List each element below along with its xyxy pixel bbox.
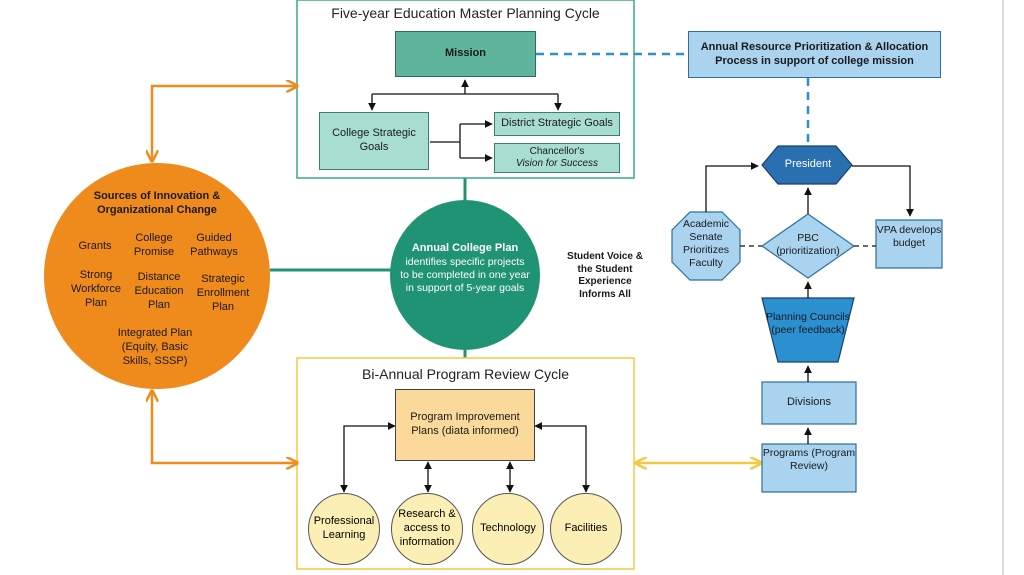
programs-box [761, 443, 857, 493]
sources-review-arrow [152, 392, 296, 463]
annual-plan-title: Annual College Plan [411, 242, 519, 254]
programs-label: Programs (Program Review) [762, 447, 856, 473]
professional-learning-circle: Professional Learning [308, 493, 380, 565]
sources-title: Sources of Innovation & Organizational C… [93, 190, 221, 216]
program-improvement-box: Program Improvement Plans (diata informe… [395, 389, 535, 461]
strategic-enrollment-label: Strategic Enrollment Plan [196, 273, 250, 313]
chancellor-line1: Chancellor's [529, 145, 585, 157]
college-promise-label: College Promise [133, 232, 175, 258]
vpa-label: VPA develops budget [876, 224, 942, 250]
research-circle: Research & access to information [391, 493, 463, 565]
integrated-plan-label: Integrated Plan (Equity, Basic Skills, S… [117, 327, 193, 367]
divisions-box [761, 381, 857, 425]
mission-box: Mission [395, 31, 536, 77]
president-label: President [784, 158, 832, 170]
annual-plan-circle [390, 200, 540, 350]
vpa-box [875, 219, 943, 269]
distance-ed-label: Distance Education Plan [134, 271, 184, 311]
sources-circle [44, 163, 270, 389]
five-year-title: Five-year Education Master Planning Cycl… [331, 5, 600, 21]
college-goals-box: College Strategic Goals [319, 112, 429, 170]
planning-councils-label: Planning Councils (peer feedback) [765, 311, 851, 337]
academic-senate-label: Academic Senate Prioritizes Faculty [682, 218, 730, 270]
resource-allocation-box: Annual Resource Prioritization & Allocat… [688, 31, 941, 78]
student-voice-note: Student Voice & the Student Experience I… [567, 251, 643, 300]
annual-plan-body: identifies specific projects to be compl… [400, 256, 530, 295]
chancellor-box: Chancellor's Vision for Success [494, 143, 620, 173]
planning-councils-shape [761, 297, 855, 363]
grants-label: Grants [78, 240, 112, 252]
guided-pathways-label: Guided Pathways [190, 232, 238, 258]
chancellor-line2: Vision for Success [515, 158, 599, 169]
review-title: Bi-Annual Program Review Cycle [362, 366, 569, 382]
strong-workforce-label: Strong Workforce Plan [71, 269, 121, 309]
technology-circle: Technology [472, 493, 544, 565]
facilities-circle: Facilities [550, 493, 622, 565]
pbc-label: PBC (prioritization) [776, 232, 840, 258]
pbc-diamond [760, 213, 856, 279]
sources-five-year-arrow [152, 86, 296, 160]
president-shape [761, 145, 853, 185]
divisions-label: Divisions [786, 396, 831, 408]
district-goals-box: District Strategic Goals [494, 112, 620, 136]
academic-senate-octagon [671, 211, 741, 281]
